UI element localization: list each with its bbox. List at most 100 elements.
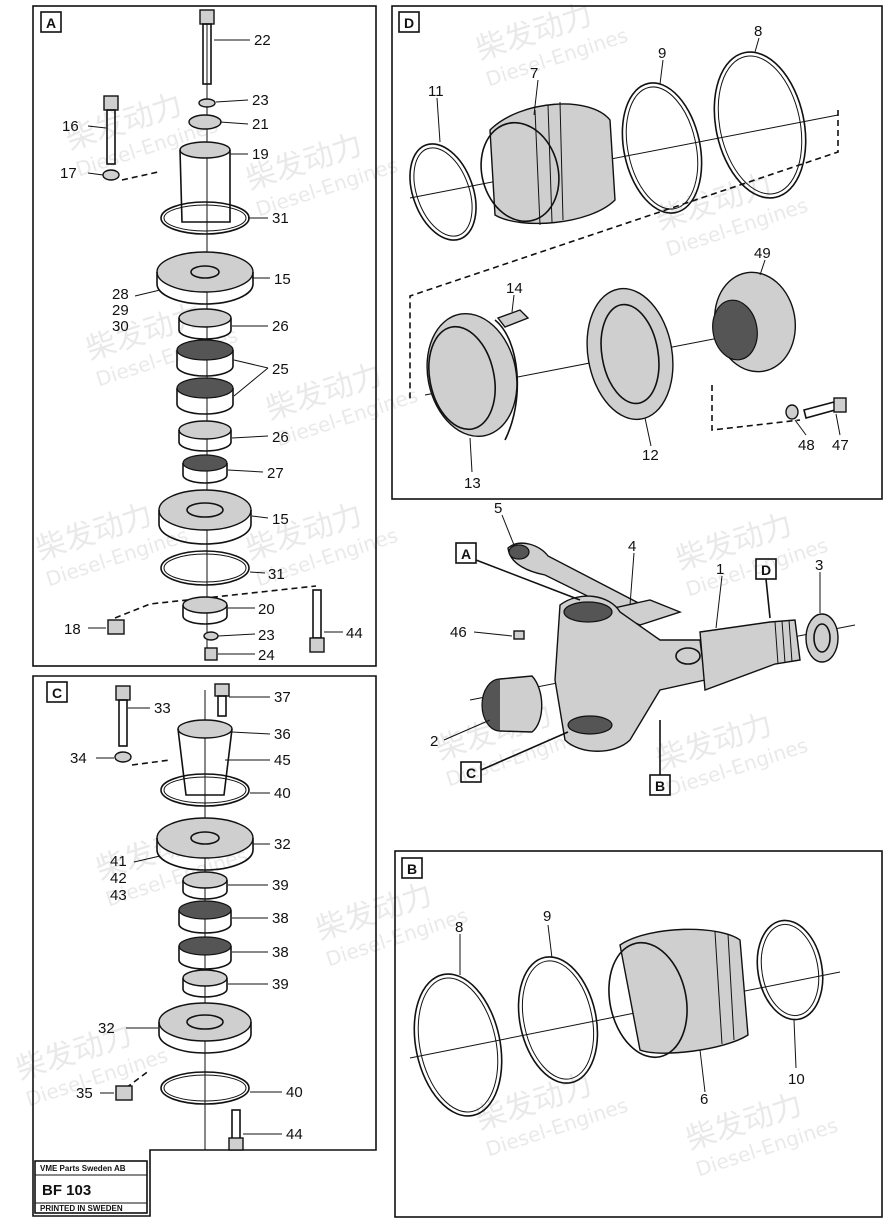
oring-31-top <box>160 201 250 235</box>
callout-25: 25 <box>272 361 289 378</box>
ring-13-bore <box>428 325 496 431</box>
oring-31-lower <box>160 550 250 586</box>
flange-32-lower-side <box>158 1022 252 1054</box>
panel-a-leaders <box>87 39 343 655</box>
washer-23-lower <box>203 631 219 641</box>
callout-47: 47 <box>832 437 849 454</box>
hub-49-bearing <box>712 299 758 361</box>
callout-18: 18 <box>64 621 81 638</box>
callout-32: 32 <box>274 836 291 853</box>
main-assembly: A D C B 5 4 1 3 46 2 <box>430 500 856 796</box>
washer-34 <box>114 751 132 763</box>
callout-13: 13 <box>464 475 481 492</box>
bearing-38-lower-side <box>178 946 232 970</box>
callout-6: 6 <box>700 1091 708 1108</box>
panel-c-leaders <box>96 696 282 1135</box>
panel-b-letter: B <box>407 861 417 877</box>
callout-22: 22 <box>254 32 271 49</box>
ring-10-inner <box>760 923 820 1017</box>
callout-29: 29 <box>112 302 129 319</box>
callout-34: 34 <box>70 750 87 767</box>
flange-32-top-hole <box>190 831 220 845</box>
washer-23 <box>198 98 216 108</box>
callout-16: 16 <box>62 118 79 135</box>
callout-31-lower: 31 <box>268 566 285 583</box>
ring-9-b <box>517 956 599 1084</box>
flange-32-lower-hole <box>186 1014 224 1030</box>
callout-44-c: 44 <box>286 1126 303 1143</box>
ring-8-d <box>713 51 807 199</box>
ring-13-edge <box>494 319 519 441</box>
callout-24: 24 <box>258 647 275 664</box>
callout-11: 11 <box>428 83 444 100</box>
panel-c: C <box>32 675 377 1217</box>
plate-21 <box>188 114 222 130</box>
callout-15-lower: 15 <box>272 511 289 528</box>
ring-8-d-inner <box>717 55 803 195</box>
bushing-2-body <box>499 675 543 733</box>
ring-27 <box>182 454 228 472</box>
callout-28: 28 <box>112 286 129 303</box>
callout-44: 44 <box>346 625 363 642</box>
panel-a-letter-box <box>40 11 62 33</box>
flange-15-lower-hole <box>186 502 224 518</box>
sleeve-19-top <box>179 141 231 159</box>
callout-31: 31 <box>272 210 289 227</box>
knuckle-lower-bore <box>567 715 613 735</box>
bolt-44c-shank <box>231 1109 241 1141</box>
ring-9-d <box>621 82 703 214</box>
panel-c-frame <box>32 675 377 1217</box>
ring-9-b-inner <box>521 960 595 1080</box>
panel-a-dashed-link-lower <box>114 585 317 619</box>
bearing-25-lower-side <box>176 388 234 415</box>
oring-40-top-inner <box>163 776 247 804</box>
sleeve-6-bore <box>608 941 688 1059</box>
bolt-22-head <box>199 9 215 25</box>
callout-45: 45 <box>274 752 291 769</box>
callout-14: 14 <box>506 280 523 297</box>
ref-d-leader <box>765 578 771 619</box>
panel-c-letter: C <box>52 685 62 701</box>
callout-3: 3 <box>815 557 823 574</box>
panel-d: D <box>391 5 883 500</box>
panel-d-frame <box>391 5 883 500</box>
flange-15-top <box>156 251 254 293</box>
callout-46: 46 <box>450 624 467 641</box>
seal-26-top-side <box>178 318 232 340</box>
knuckle-arm-eye <box>675 647 701 665</box>
callout-38-lower: 38 <box>272 944 289 961</box>
callout-36: 36 <box>274 726 291 743</box>
bolt-37-head <box>214 683 230 697</box>
bearing-38-upper-side <box>178 910 232 934</box>
ref-c-leader <box>480 731 569 771</box>
ref-a: A <box>461 546 471 562</box>
panel-b-axis <box>409 971 841 1059</box>
callout-15: 15 <box>274 271 291 288</box>
footer-code: BF 103 <box>42 1182 91 1199</box>
seal-26-lower-side <box>178 430 232 452</box>
panel-b-leaders <box>459 924 797 1093</box>
nut-18 <box>107 619 125 635</box>
bolt-44-shank <box>312 589 322 639</box>
grease-nipple-46 <box>513 630 525 640</box>
panel-d-letter-box <box>398 11 420 33</box>
callout-26-lower: 26 <box>272 429 289 446</box>
callout-17: 17 <box>60 165 77 182</box>
callout-43: 43 <box>110 887 127 904</box>
oring-40-lower <box>160 1071 250 1105</box>
nut-35 <box>115 1085 133 1101</box>
pin-36-body <box>177 728 233 796</box>
spindle-1-threads <box>774 619 793 665</box>
callout-27: 27 <box>267 465 284 482</box>
panel-d-letter: D <box>404 15 414 31</box>
callout-9-d: 9 <box>658 45 666 62</box>
nut-24 <box>204 647 218 661</box>
panel-d-dashed-link <box>409 110 839 400</box>
panel-a: A <box>32 5 377 667</box>
callout-10: 10 <box>788 1071 805 1088</box>
callout-39-lower: 39 <box>272 976 289 993</box>
callout-49: 49 <box>754 245 771 262</box>
nut-3 <box>805 613 839 663</box>
bolt-47-shank <box>803 400 836 419</box>
bolt-37-shank <box>217 695 227 717</box>
